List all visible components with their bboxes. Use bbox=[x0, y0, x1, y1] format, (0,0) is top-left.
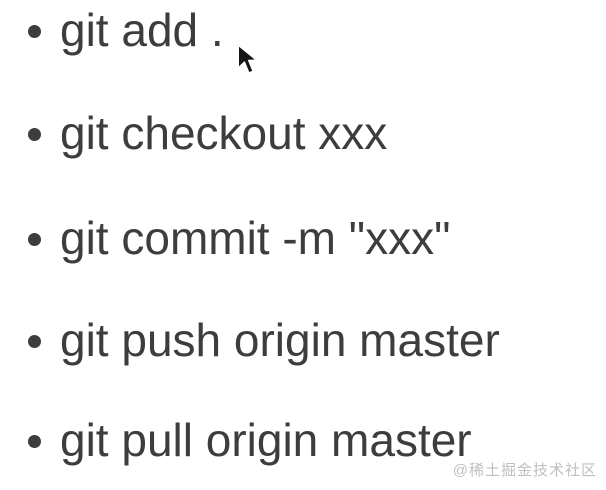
list-item: git commit -m "xxx" bbox=[28, 208, 450, 268]
list-item: git add . bbox=[28, 0, 224, 60]
git-command-text: git checkout xxx bbox=[60, 107, 388, 159]
list-item: git push origin master bbox=[28, 310, 500, 370]
bullet-icon bbox=[28, 434, 41, 448]
bullet-icon bbox=[28, 24, 41, 38]
list-item: git pull origin master bbox=[28, 410, 472, 470]
bullet-icon bbox=[28, 127, 41, 141]
git-command-text: git commit -m "xxx" bbox=[60, 212, 451, 264]
git-command-text: git push origin master bbox=[60, 314, 500, 366]
git-command-text: git add . bbox=[60, 4, 224, 56]
bullet-icon bbox=[28, 232, 41, 246]
git-command-text: git pull origin master bbox=[60, 414, 472, 466]
bullet-icon bbox=[28, 334, 41, 348]
watermark: @稀土掘金技术社区 bbox=[452, 462, 597, 479]
mouse-cursor-icon bbox=[237, 44, 258, 74]
list-item: git checkout xxx bbox=[28, 103, 387, 163]
